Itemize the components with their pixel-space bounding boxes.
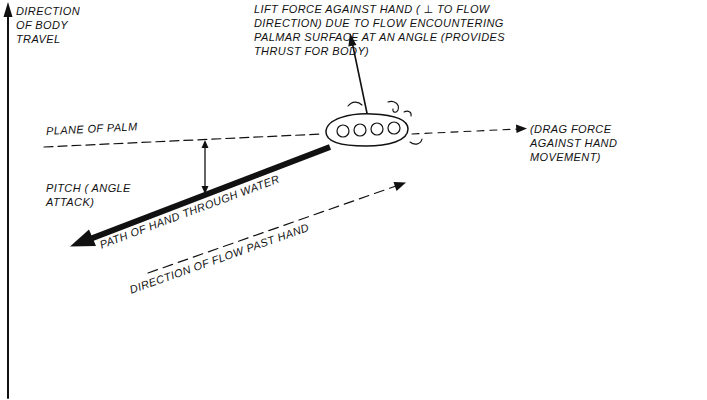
finger-circle xyxy=(371,123,383,135)
finger-circle xyxy=(337,125,349,137)
flow-arrowhead xyxy=(394,182,407,191)
flow-swirl xyxy=(348,102,362,106)
pitch-arrowhead xyxy=(202,140,209,148)
travel-axis xyxy=(7,14,9,398)
flow-swirl xyxy=(410,139,422,144)
palm-plane-line xyxy=(44,134,322,147)
hand-outline xyxy=(326,114,408,146)
lift-force-note: LIFT FORCE AGAINST HAND ( ⊥ TO FLOW DIRE… xyxy=(254,2,526,58)
finger-circle xyxy=(388,122,400,134)
palm-plane-label: PLANE OF PALM xyxy=(46,119,138,138)
axis-label: DIRECTION OF BODY TRAVEL xyxy=(16,4,88,46)
travel-arrowhead xyxy=(4,2,13,17)
drag-arrowhead xyxy=(516,125,527,134)
pitch-arrowhead xyxy=(202,186,209,194)
finger-circle xyxy=(354,124,366,136)
flow-direction-arrow xyxy=(148,186,396,273)
pitch-label: PITCH ( ANGLE ATTACK) xyxy=(46,181,138,209)
flow-swirl xyxy=(388,101,398,112)
pitch-marker xyxy=(204,146,205,188)
drag-arrow xyxy=(412,129,518,134)
flow-swirl xyxy=(404,111,411,116)
drag-force-note: (DRAG FORCE AGAINST HAND MOVEMENT) xyxy=(530,122,626,164)
hand-path-arrowhead xyxy=(70,230,96,247)
